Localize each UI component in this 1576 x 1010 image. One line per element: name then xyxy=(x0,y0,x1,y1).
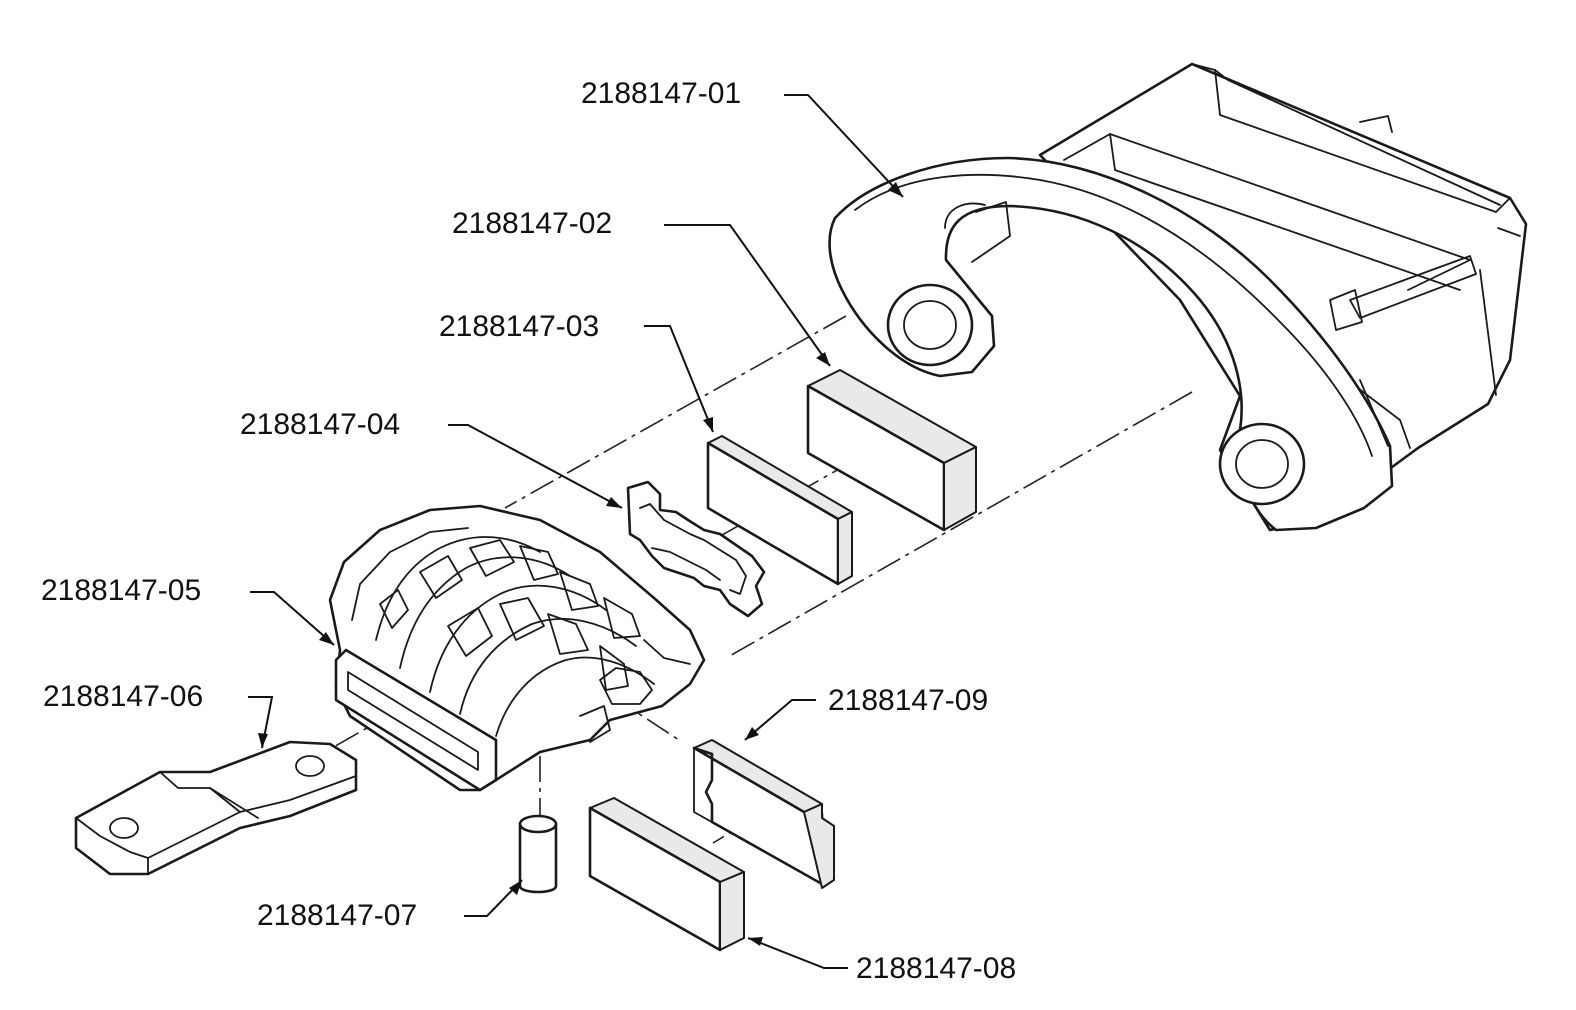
callout-label-02: 2188147-02 xyxy=(452,207,612,240)
part-2188147-08-block xyxy=(588,797,745,952)
callout-labels: 2188147-01 2188147-02 2188147-03 2188147… xyxy=(41,77,1016,985)
leader-lines xyxy=(248,94,904,969)
part-2188147-02-block xyxy=(806,369,977,532)
callout-label-03: 2188147-03 xyxy=(439,310,599,343)
callout-label-04: 2188147-04 xyxy=(240,408,400,441)
callout-label-09: 2188147-09 xyxy=(828,684,988,717)
part-2188147-04-clip xyxy=(626,480,766,618)
part-2188147-05-cage xyxy=(328,504,706,792)
callout-label-01: 2188147-01 xyxy=(581,77,741,110)
part-2188147-09-plate xyxy=(692,739,835,889)
part-2188147-06-lug xyxy=(74,740,358,876)
callout-label-07: 2188147-07 xyxy=(257,899,417,932)
part-2188147-03-plate xyxy=(706,435,853,586)
callout-label-08: 2188147-08 xyxy=(856,952,1016,985)
callout-label-06: 2188147-06 xyxy=(43,680,203,713)
part-2188147-01-housing xyxy=(828,62,1528,532)
callout-label-05: 2188147-05 xyxy=(41,574,201,607)
part-2188147-07-pin xyxy=(518,814,558,894)
